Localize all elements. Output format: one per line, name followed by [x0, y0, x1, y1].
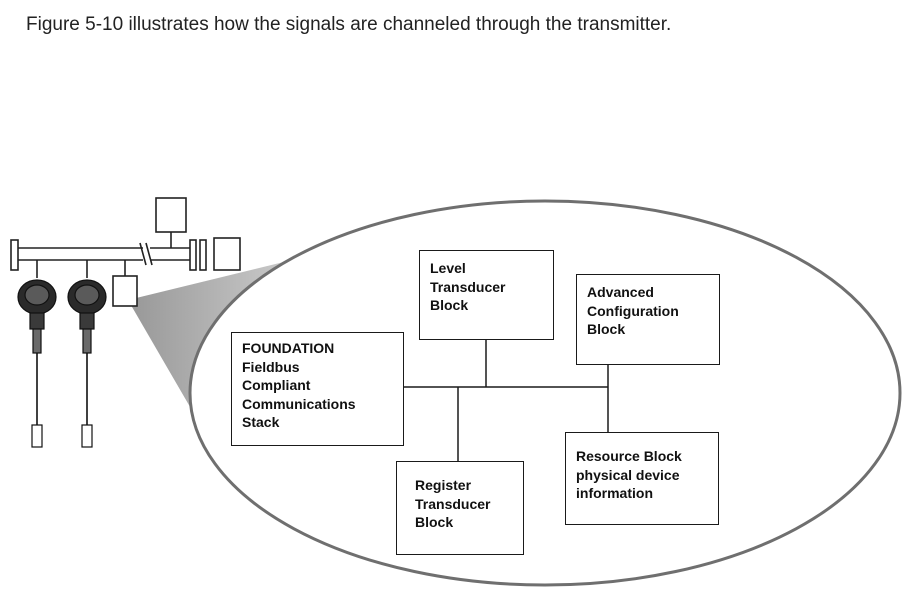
advanced-configuration-line-3: Block	[587, 321, 626, 337]
advanced-configuration-block: Advanced Configuration Block	[576, 274, 720, 365]
radar-transmitter-icon-2	[67, 279, 107, 448]
level-transducer-block: Level Transducer Block	[419, 250, 554, 340]
radar-transmitter-icon-1	[17, 279, 57, 448]
advanced-configuration-line-2: Configuration	[587, 302, 679, 319]
register-transducer-line-2: Transducer	[415, 495, 491, 512]
advanced-configuration-line-1: Advanced	[587, 284, 654, 300]
resource-block: Resource Block physical device informati…	[565, 432, 719, 525]
foundation-stack-line-1: FOUNDATION	[242, 340, 335, 356]
block-connector-lines	[404, 340, 609, 461]
foundation-fieldbus-stack-block: FOUNDATION Fieldbus Compliant Communicat…	[231, 332, 404, 446]
foundation-stack-line-3: Compliant	[242, 377, 311, 393]
foundation-stack-line-2: Fieldbus	[242, 358, 300, 375]
intro-caption: Figure 5-10 illustrates how the signals …	[26, 14, 672, 35]
register-transducer-line-1: Register	[415, 477, 472, 493]
level-transducer-line-2: Transducer	[430, 278, 506, 295]
level-transducer-line-1: Level	[430, 260, 466, 276]
level-transducer-line-3: Block	[430, 297, 469, 313]
foundation-stack-line-5: Stack	[242, 414, 280, 430]
register-transducer-line-3: Block	[415, 514, 454, 530]
foundation-stack-line-4: Communications	[242, 395, 356, 412]
register-transducer-block: Register Transducer Block	[396, 461, 524, 555]
magnified-view-ellipse	[188, 199, 902, 587]
resource-block-line-1: Resource Block	[576, 448, 682, 464]
resource-block-line-2: physical device	[576, 466, 680, 483]
fieldbus-process-line	[10, 197, 241, 307]
resource-block-line-3: information	[576, 485, 653, 501]
